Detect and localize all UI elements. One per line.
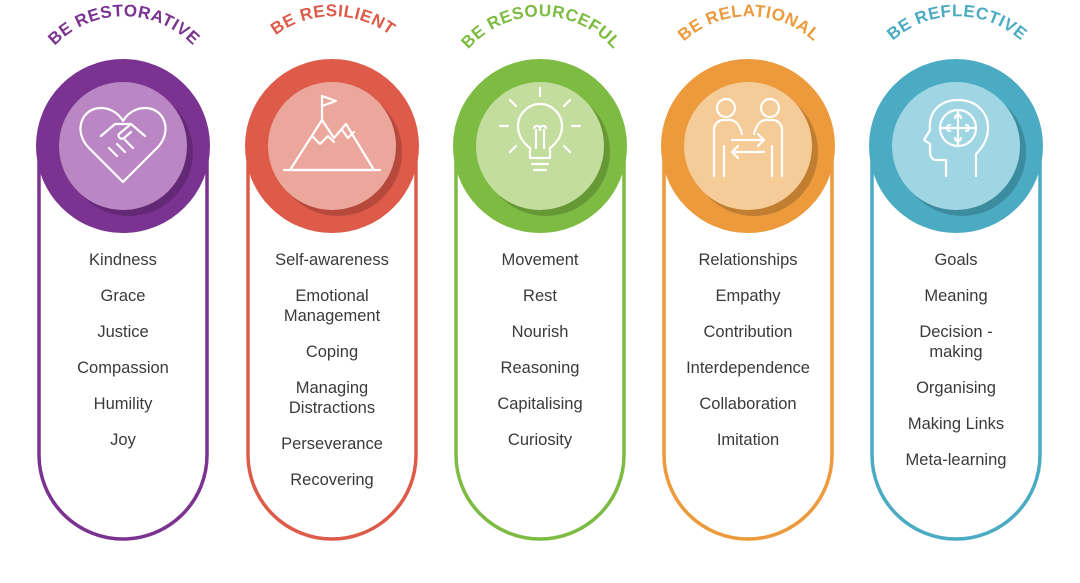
column-outline [454,146,626,541]
list-item: Decision -making [919,323,993,361]
column-restorative: BE RESTORATIVE Kindness Grace Justice Co… [33,0,213,583]
column-frame: BE RESILIENT [245,1,419,541]
column-title: BE RESOURCEFUL [457,1,624,52]
column-title: BE RESTORATIVE [44,1,203,49]
heart-handshake-icon [79,106,167,184]
list-item: Meaning [924,287,988,305]
list-item: Collaboration [699,395,797,413]
inner-circle [476,82,604,210]
column-reflective: BE REFLECTIVE Goals Meaning Decision -ma… [866,0,1046,583]
list-item: Capitalising [497,395,583,413]
list-item: Relationships [698,251,798,269]
item-list: Goals Meaning Decision -making Organisin… [876,250,1036,486]
column-relational: BE RELATIONAL Relationships Empathy Cont… [658,0,838,583]
list-item: Making Links [907,415,1005,433]
list-item: Grace [100,287,146,305]
list-item: Organising [916,379,996,397]
list-item: Joy [110,431,136,449]
list-item: Imitation [716,431,780,449]
item-list: Relationships Empathy Contribution Inter… [668,250,828,466]
column-outline [870,146,1042,541]
column-title: BE RESILIENT [267,1,399,38]
column-frame: BE RESOURCEFUL [453,1,627,541]
list-item: Movement [501,251,579,269]
column-outline [662,146,834,541]
list-item: Coping [305,343,359,361]
list-item: Nourish [511,323,569,341]
column-resourceful: BE RESOURCEFUL Movement Rest Nourish Rea… [450,0,630,583]
mountain-flag-icon [282,94,382,172]
item-list: Kindness Grace Justice Compassion Humili… [43,250,203,466]
list-item: Recovering [290,471,374,489]
column-frame: BE RESTORATIVE [36,1,210,541]
inner-circle [59,82,187,210]
column-outline [37,146,209,541]
item-list: Self-awareness Emotional Management Copi… [252,250,412,506]
list-item: Rest [523,287,557,305]
list-item: Reasoning [500,359,580,377]
column-frame: BE REFLECTIVE [869,1,1043,541]
list-item: Perseverance [281,435,383,453]
list-item: Empathy [715,287,781,305]
list-item: Self-awareness [275,251,389,269]
list-item: Goals [934,251,978,269]
item-list: Movement Rest Nourish Reasoning Capitali… [460,250,620,466]
list-item: Managing Distractions [288,379,376,417]
list-item: Curiosity [507,431,573,449]
list-item: Meta-learning [905,451,1007,469]
list-item: Emotional Management [283,287,381,325]
two-people-icon [712,97,784,178]
column-resilient: BE RESILIENT Self-awareness Emotional Ma… [242,0,422,583]
head-puzzle-icon [922,98,990,178]
column-frame: BE RELATIONAL [661,1,835,541]
list-item: Kindness [89,251,157,269]
column-outline [246,146,418,541]
list-item: Interdependence [686,359,810,377]
list-item: Humility [93,395,153,413]
column-title: BE RELATIONAL [674,1,824,45]
lightbulb-icon [498,86,582,172]
list-item: Contribution [703,323,793,341]
list-item: Justice [97,323,149,341]
column-title: BE REFLECTIVE [883,1,1030,44]
list-item: Compassion [77,359,169,377]
inner-circle [268,82,396,210]
inner-circle [684,82,812,210]
